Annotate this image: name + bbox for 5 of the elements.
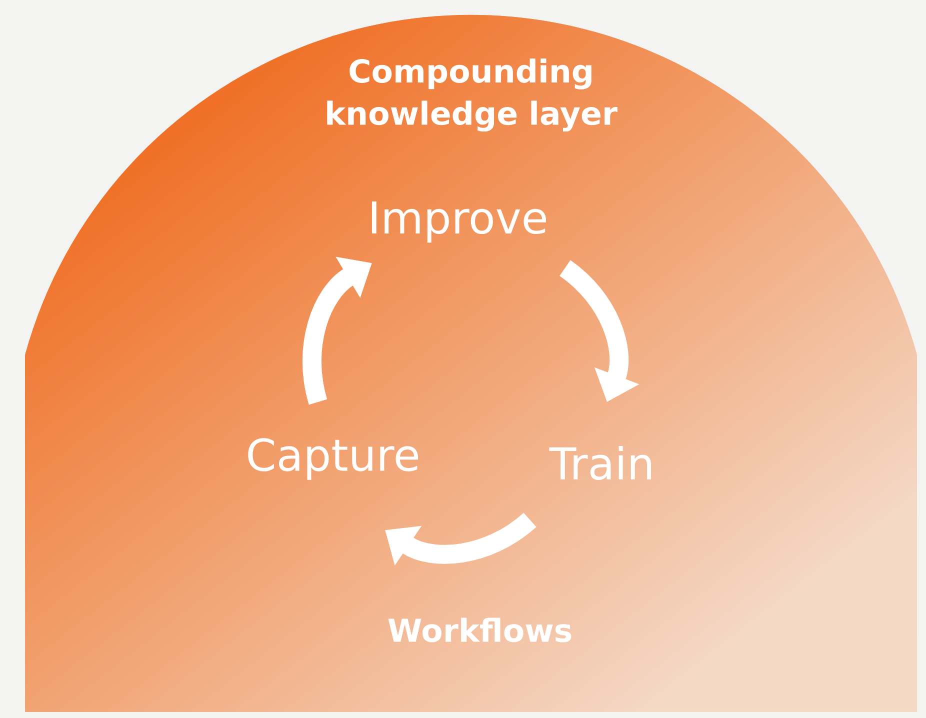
cycle-step-label: Train bbox=[549, 446, 651, 480]
panel-label: Workflows bbox=[388, 618, 572, 642]
cycle-step-label: Improve bbox=[372, 201, 546, 243]
panel-title: Compounding knowledge layer bbox=[327, 58, 618, 132]
cycle-step-label: Capture bbox=[248, 438, 418, 480]
